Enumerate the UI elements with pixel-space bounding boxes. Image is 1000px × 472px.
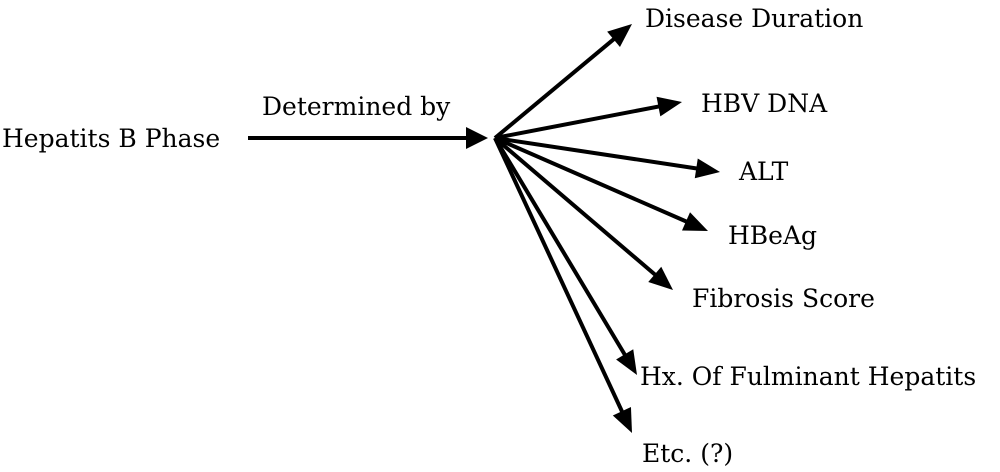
arrow-alt xyxy=(494,136,720,179)
arrow-hx-fulminant-hepatits xyxy=(493,136,637,375)
arrow-etc-shaft xyxy=(493,137,626,416)
arrow-disease-duration-head xyxy=(607,24,632,48)
main-arrow xyxy=(248,127,488,149)
arrow-hbeag xyxy=(494,136,708,231)
arrow-fibrosis-score xyxy=(493,136,673,290)
arrow-hx-fulminant-hepatits-shaft xyxy=(493,136,629,359)
arrow-disease-duration xyxy=(493,24,632,140)
arrow-fibrosis-score-head xyxy=(648,266,673,290)
arrow-fibrosis-score-shaft xyxy=(493,136,660,279)
arrow-disease-duration-shaft xyxy=(493,35,618,140)
factor-label-etc: Etc. (?) xyxy=(642,439,733,468)
factor-label-hbv-dna: HBV DNA xyxy=(701,89,828,118)
factor-label-fibrosis-score: Fibrosis Score xyxy=(692,284,875,313)
factor-label-hx-fulminant-hepatits: Hx. Of Fulminant Hepatits xyxy=(640,362,976,391)
arrow-hbeag-head xyxy=(682,212,708,231)
arrow-etc xyxy=(493,137,632,433)
arrow-alt-head xyxy=(694,158,720,179)
arrow-hbv-dna xyxy=(494,96,682,140)
arrow-hbv-dna-head xyxy=(656,96,682,117)
arrow-hbeag-shaft xyxy=(494,136,691,225)
arrow-hbv-dna-shaft xyxy=(494,103,663,140)
factor-label-alt: ALT xyxy=(738,157,789,186)
fan-arrows xyxy=(493,24,720,433)
factor-label-hbeag: HBeAg xyxy=(728,221,817,250)
factor-label-disease-duration: Disease Duration xyxy=(645,4,863,33)
arrow-etc-head xyxy=(612,407,632,433)
source-label: Hepatits B Phase xyxy=(2,124,220,153)
connector-label: Determined by xyxy=(262,92,451,121)
arrow-hx-fulminant-hepatits-head xyxy=(616,349,637,375)
arrow-alt-shaft xyxy=(494,136,701,171)
